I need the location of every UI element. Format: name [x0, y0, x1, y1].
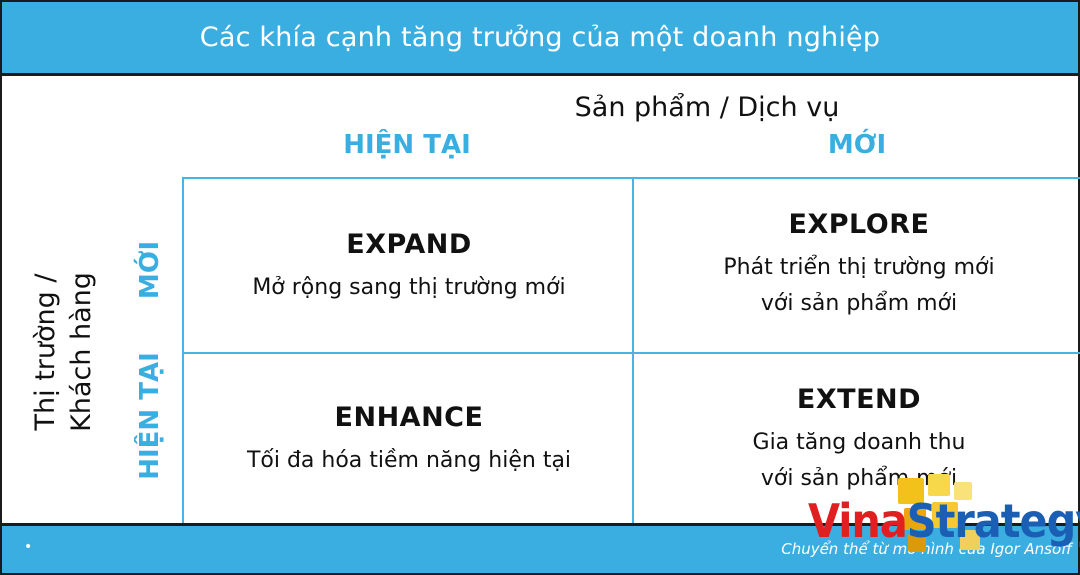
cell-explore-desc-line1: Phát triển thị trường mới — [723, 255, 995, 280]
cell-extend-desc-line1: Gia tăng doanh thu — [752, 430, 966, 455]
x-axis-title: Sản phẩm / Dịch vụ — [574, 92, 840, 123]
cell-explore-title: EXPLORE — [788, 209, 930, 240]
logo-square-3 — [954, 482, 972, 500]
cell-expand: EXPAND Mở rộng sang thị trường mới — [184, 229, 634, 306]
logo-word-strategy: Strategy — [906, 494, 1080, 548]
logo-wordmark: VinaStrategy — [808, 494, 1080, 548]
footer-bar: • Chuyển thể từ mô hình của Igor Ansoff — [2, 523, 1078, 573]
logo-square-4 — [904, 508, 926, 530]
row-header-new: MỚI — [135, 240, 165, 300]
vinastrategy-logo: VinaStrategy — [808, 472, 1080, 564]
logo-square-6 — [908, 534, 926, 552]
column-header-new: MỚI — [827, 130, 887, 160]
cell-extend-desc-line2: với sản phẩm mới — [760, 466, 958, 491]
row-header-current: HIỆN TẠI — [135, 352, 165, 480]
matrix-grid: EXPAND Mở rộng sang thị trường mới EXPLO… — [182, 177, 1080, 525]
header-bar: Các khía cạnh tăng trưởng của một doanh … — [2, 2, 1078, 76]
cell-enhance: ENHANCE Tối đa hóa tiềm năng hiện tại — [184, 402, 634, 479]
y-axis-title-line1: Thị trường / — [30, 273, 61, 431]
page-title: Các khía cạnh tăng trưởng của một doanh … — [199, 22, 881, 53]
cell-enhance-desc: Tối đa hóa tiềm năng hiện tại — [246, 448, 572, 473]
y-axis-title-line2: Khách hàng — [66, 272, 97, 432]
logo-square-7 — [960, 530, 980, 550]
footer-credit: Chuyển thể từ mô hình của Igor Ansoff — [781, 540, 1072, 558]
logo-word-vina: Vina — [808, 494, 908, 548]
cell-enhance-title: ENHANCE — [334, 402, 484, 433]
cell-expand-title: EXPAND — [346, 229, 472, 260]
grid-horizontal-divider — [184, 352, 1080, 354]
y-axis-title: Thị trường / Khách hàng — [28, 272, 100, 432]
cell-extend: EXTEND Gia tăng doanh thu với sản phẩm m… — [634, 384, 1080, 497]
footer-bullet: • — [24, 539, 33, 555]
logo-square-2 — [928, 474, 950, 496]
cell-expand-desc: Mở rộng sang thị trường mới — [252, 275, 566, 300]
cell-extend-title: EXTEND — [796, 384, 922, 415]
cell-explore: EXPLORE Phát triển thị trường mới với sả… — [634, 209, 1080, 322]
cell-explore-desc-line2: với sản phẩm mới — [760, 291, 958, 316]
logo-square-1 — [898, 478, 924, 504]
column-header-current: HIỆN TẠI — [343, 130, 471, 160]
logo-square-5 — [932, 502, 958, 528]
